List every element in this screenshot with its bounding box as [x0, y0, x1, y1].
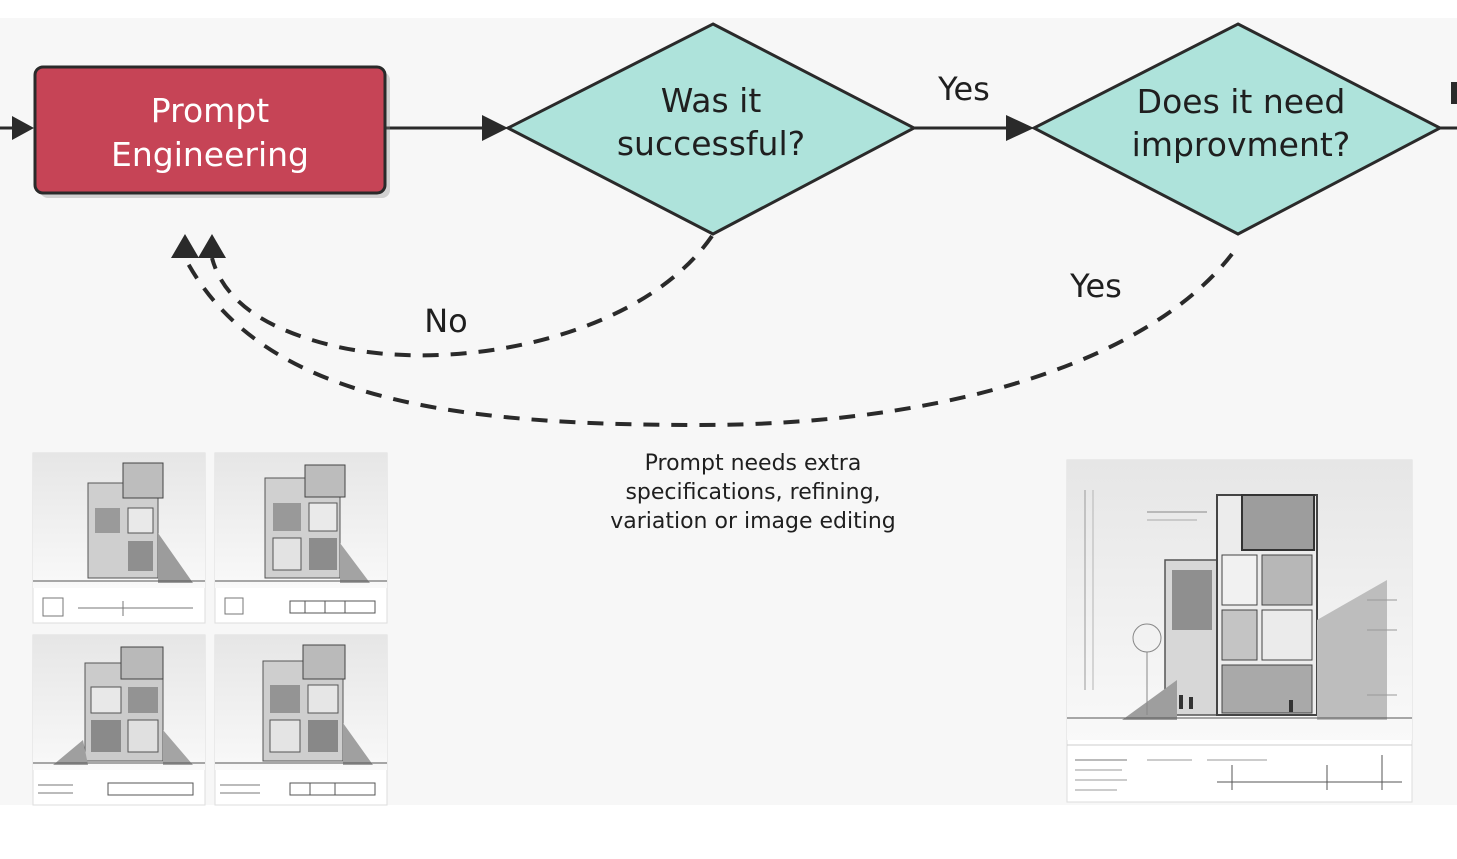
was-successful-label-line1: Was it — [661, 81, 762, 120]
loop-no-dashed — [210, 234, 714, 358]
prompt-engineering-node: Prompt Engineering — [33, 65, 390, 198]
arrowhead-prompt-to-success — [482, 115, 508, 141]
architectural-renderings-grid — [32, 452, 388, 806]
note-line3: variation or image editing — [610, 509, 896, 534]
prompt-engineering-label-line2: Engineering — [111, 135, 309, 174]
needs-improvement-label-line2: improvment? — [1132, 125, 1351, 164]
rendering-tile — [32, 452, 206, 624]
prompt-engineering-label-line1: Prompt — [151, 91, 269, 130]
rendering-tile — [32, 634, 206, 806]
was-successful-node: Was it successful? — [504, 22, 918, 236]
loop-yes-arrowhead — [171, 234, 199, 258]
needs-improvement-label-line1: Does it need — [1137, 82, 1346, 121]
note-line1: Prompt needs extra — [645, 451, 862, 476]
incoming-arrowhead — [12, 116, 34, 140]
was-successful-label-line2: successful? — [617, 124, 805, 163]
rendering-tile — [214, 452, 388, 624]
rendering-tile — [214, 634, 388, 806]
edge-label-no: No — [424, 302, 468, 340]
edge-label-yes-loop: Yes — [1069, 267, 1122, 305]
edge-label-yes-top: Yes — [937, 70, 990, 108]
needs-improvement-node: Does it need improvment? — [1030, 22, 1444, 236]
loop-no-arrowhead — [198, 234, 226, 258]
note-line2: specifications, refining, — [625, 480, 880, 505]
loop-note: Prompt needs extra specifications, refin… — [610, 451, 896, 534]
outgoing-marker — [1451, 82, 1457, 104]
arrowhead-success-to-improvement — [1006, 115, 1034, 141]
final-architectural-rendering — [1066, 459, 1413, 803]
loop-yes-dashed — [183, 252, 1234, 428]
